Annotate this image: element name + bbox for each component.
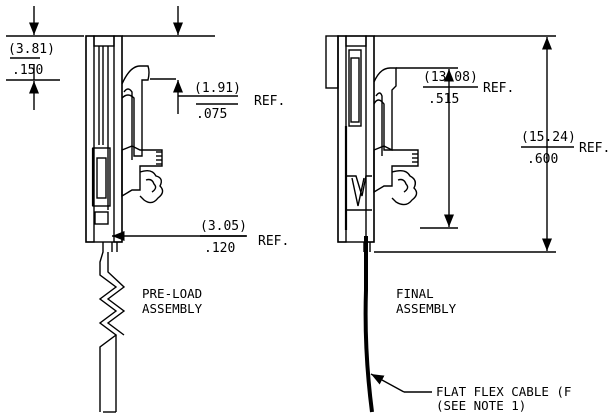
preload-left-wall	[85, 35, 95, 243]
dim-d5-ref: REF.	[579, 141, 610, 156]
final-left-wall	[337, 35, 347, 243]
dim-d4	[396, 67, 458, 229]
final-right-wall	[365, 35, 375, 243]
dim-d3-ref: REF.	[258, 234, 289, 249]
dim-d3-metric: (3.05)	[200, 219, 247, 234]
final-title-line1: FINAL	[396, 286, 434, 301]
dim-d4-imperial: .515	[428, 92, 459, 107]
dim-d1	[6, 6, 84, 110]
dim-d3-imperial: .120	[204, 241, 235, 256]
dim-d2-metric: (1.91)	[194, 81, 241, 96]
final-actuator-arm	[373, 67, 397, 151]
cable-callout-line1: FLAT FLEX CABLE (F	[436, 384, 571, 399]
preload-actuator-arm	[121, 65, 150, 157]
dim-d5-metric: (15.24)	[521, 130, 576, 145]
cable-callout-line2: (SEE NOTE 1)	[436, 398, 526, 413]
dim-d1-imperial: .150	[12, 63, 43, 78]
final-assembly-view	[325, 35, 419, 413]
flat-flex-cable	[363, 236, 374, 413]
preload-latch	[121, 145, 163, 198]
preload-title-line2: ASSEMBLY	[142, 301, 203, 316]
preload-title-line1: PRE-LOAD	[142, 286, 202, 301]
dim-d2-imperial: .075	[196, 107, 227, 122]
preload-contact-tail	[98, 242, 118, 412]
dim-d2-ref: REF.	[254, 94, 285, 109]
final-housing	[337, 35, 375, 243]
cable-callout-leader	[370, 373, 432, 393]
dim-d1-metric: (3.81)	[8, 42, 55, 57]
dim-d2	[122, 6, 238, 114]
final-latch	[373, 145, 419, 194]
preload-housing	[85, 35, 123, 243]
dim-d4-metric: (13.08)	[423, 70, 478, 85]
final-title-line2: ASSEMBLY	[396, 301, 457, 316]
preload-right-wall	[113, 35, 123, 243]
dim-d4-ref: REF.	[483, 81, 514, 96]
preload-assembly-view	[85, 35, 164, 413]
dim-d5-imperial: .600	[527, 152, 558, 167]
dim-d5	[374, 35, 556, 253]
